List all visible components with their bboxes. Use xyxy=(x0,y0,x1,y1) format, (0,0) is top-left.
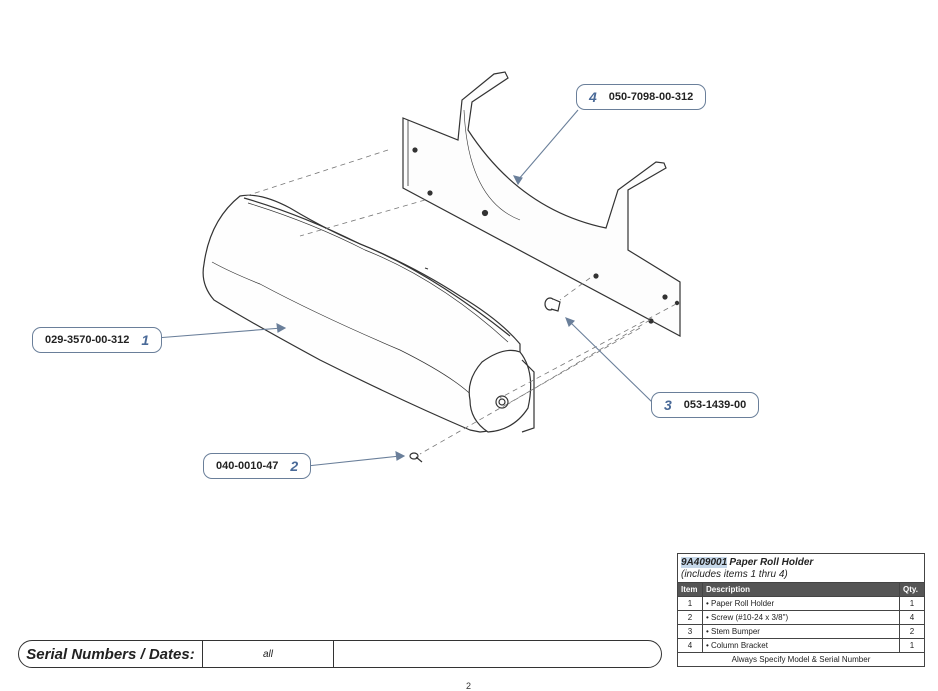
callout-item-4: 4 050-7098-00-312 xyxy=(576,84,707,110)
callout-item-2: 2 040-0010-47 xyxy=(203,453,312,479)
stem-bumper-drawing xyxy=(544,297,561,312)
table-row: 1 • Paper Roll Holder 1 xyxy=(677,596,925,611)
callout-number: 1 xyxy=(141,332,150,348)
table-footer: Always Specify Model & Serial Number xyxy=(677,652,925,667)
row-description: • Stem Bumper xyxy=(702,624,900,639)
row-item: 4 xyxy=(677,638,703,653)
serial-numbers-value: all xyxy=(203,641,334,667)
row-description: • Paper Roll Holder xyxy=(702,596,900,611)
row-item: 2 xyxy=(677,610,703,625)
row-qty: 1 xyxy=(899,638,925,653)
table-row: 3 • Stem Bumper 2 xyxy=(677,624,925,639)
callout-number: 2 xyxy=(290,458,299,474)
kit-note: (includes items 1 thru 4) xyxy=(681,569,788,580)
parts-table: 9A409001 Paper Roll Holder (includes ite… xyxy=(677,553,925,667)
column-header-description: Description xyxy=(702,582,900,597)
kit-header: 9A409001 Paper Roll Holder (includes ite… xyxy=(677,553,925,583)
alignment-lines xyxy=(245,149,677,455)
table-row: 2 • Screw (#10-24 x 3/8") 4 xyxy=(677,610,925,625)
serial-numbers-blank xyxy=(334,641,661,667)
page-number: 2 xyxy=(466,681,472,691)
table-row: 4 • Column Bracket 1 xyxy=(677,638,925,653)
kit-id: 9A409001 xyxy=(681,557,728,568)
row-qty: 4 xyxy=(899,610,925,625)
column-header-item: Item xyxy=(677,582,703,597)
leader-lines xyxy=(155,109,653,467)
callout-part-number: 040-0010-47 xyxy=(216,460,279,472)
callout-item-1: 1 029-3570-00-312 xyxy=(32,327,163,353)
row-item: 1 xyxy=(677,596,703,611)
kit-name: Paper Roll Holder xyxy=(729,557,814,568)
column-header-qty: Qty. xyxy=(899,582,925,597)
row-description: • Screw (#10-24 x 3/8") xyxy=(702,610,900,625)
row-qty: 1 xyxy=(899,596,925,611)
row-qty: 2 xyxy=(899,624,925,639)
callout-part-number: 029-3570-00-312 xyxy=(45,334,130,346)
row-item: 3 xyxy=(677,624,703,639)
callout-number: 4 xyxy=(589,89,597,105)
screw-drawing xyxy=(409,452,423,463)
serial-numbers-label: Serial Numbers / Dates: xyxy=(19,641,203,667)
serial-numbers-bar: Serial Numbers / Dates: all xyxy=(18,640,662,668)
row-description: • Column Bracket xyxy=(702,638,900,653)
callout-number: 3 xyxy=(664,397,672,413)
paper-roll-holder-drawing xyxy=(202,194,535,433)
column-bracket-drawing xyxy=(402,71,681,338)
callout-item-3: 3 053-1439-00 xyxy=(651,392,760,418)
callout-part-number: 050-7098-00-312 xyxy=(608,91,694,103)
callout-part-number: 053-1439-00 xyxy=(683,399,747,411)
